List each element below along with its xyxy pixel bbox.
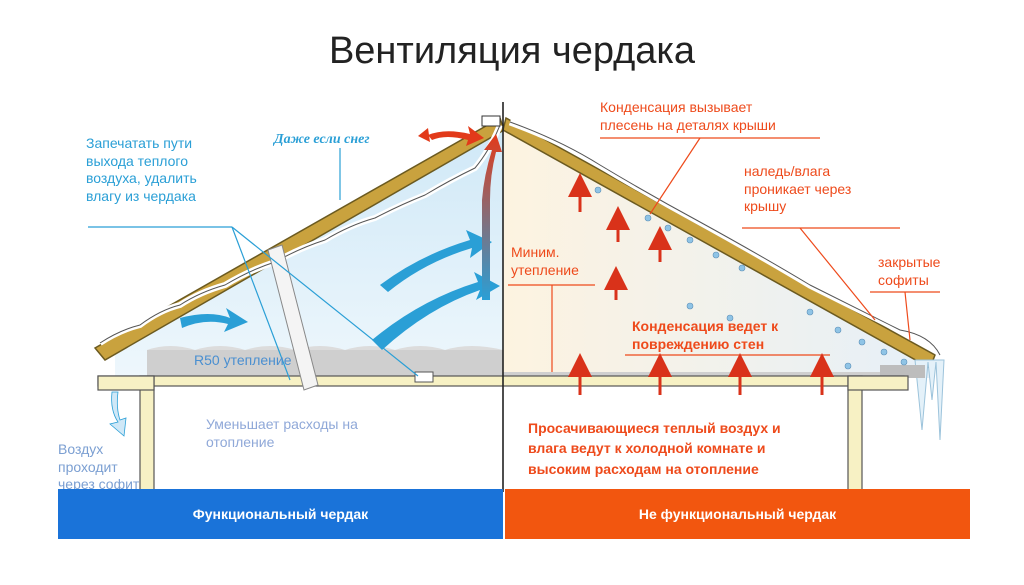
ridge-vent [481, 115, 501, 127]
seal-note: Запечатать пути выхода теплого воздуха, … [86, 135, 197, 204]
functional-attic-label: Функциональный чердак [192, 506, 369, 522]
ceiling-vent [414, 371, 434, 383]
soffit-air-arrow [109, 391, 127, 437]
closed-soffit-note: закрытые софиты [878, 254, 941, 288]
right-insulation [503, 372, 923, 378]
leak-note: Просачивающиеся теплый воздух и влага ве… [528, 420, 781, 477]
non-functional-attic-label: Не функциональный чердак [638, 506, 837, 522]
page-title: Вентиляция чердака [328, 30, 696, 72]
functional-attic-bar: Функциональный чердак [58, 489, 503, 539]
right-callout-lines [508, 137, 940, 372]
warm-air-arrows [568, 173, 834, 395]
soffit-note: Воздух проходит через софит [58, 441, 140, 492]
vent-pipe [267, 244, 319, 391]
min-insulation-note: Миним. утепление [511, 244, 579, 278]
icicles [914, 359, 945, 441]
cost-note: Уменьшает расходы на отопление [206, 416, 358, 450]
ice-note: наледь/влага проникает через крышу [744, 163, 852, 214]
non-functional-attic-bar: Не функциональный чердак [505, 489, 970, 539]
condensation-note: Конденсация вызывает плесень на деталях … [600, 99, 776, 133]
left-insulation [147, 350, 503, 376]
wall-damage-note: Конденсация ведет к повреждению стен [632, 318, 779, 352]
right-roof [502, 116, 945, 441]
cold-air-arrows [180, 126, 502, 350]
snow-note: Даже если снег [274, 132, 370, 147]
house-walls [97, 375, 909, 493]
insulation-note: R50 утепление [194, 352, 292, 368]
condensation-drops [594, 186, 908, 370]
left-callout-lines [88, 148, 419, 381]
